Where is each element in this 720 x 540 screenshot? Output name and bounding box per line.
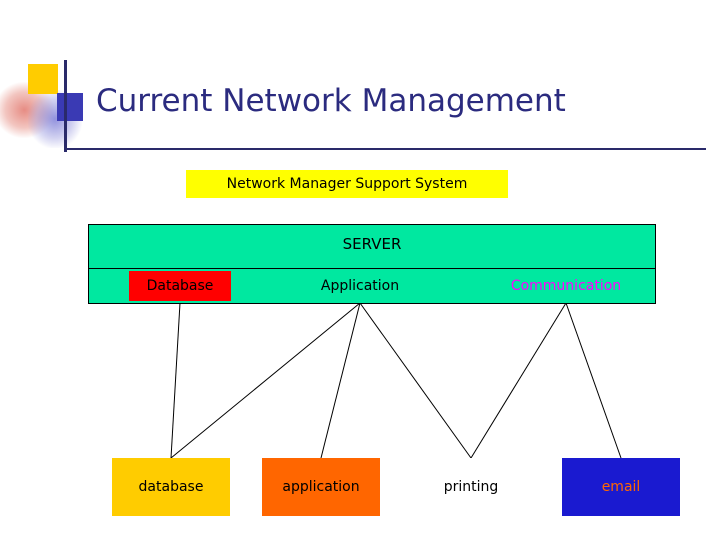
server-label: SERVER [342, 235, 402, 253]
title-underline [64, 148, 706, 150]
corner-decoration [0, 60, 96, 160]
server-divider [89, 268, 655, 269]
decoration-yellow-square [28, 64, 58, 94]
client-node-application: application [262, 458, 380, 516]
client-node-database: database [112, 458, 230, 516]
client-node-email: email [562, 458, 680, 516]
server-subsystem-communication: Communication [477, 271, 655, 301]
server-subsystem-database: Database [129, 271, 231, 301]
decoration-blue-square [57, 93, 83, 121]
server-subsystem-application: Application [271, 271, 449, 301]
client-node-printing: printing [412, 458, 530, 516]
network-manager-support-system-banner: Network Manager Support System [186, 170, 508, 198]
slide-title: Current Network Management [96, 83, 566, 119]
decoration-vertical-bar [64, 60, 67, 152]
